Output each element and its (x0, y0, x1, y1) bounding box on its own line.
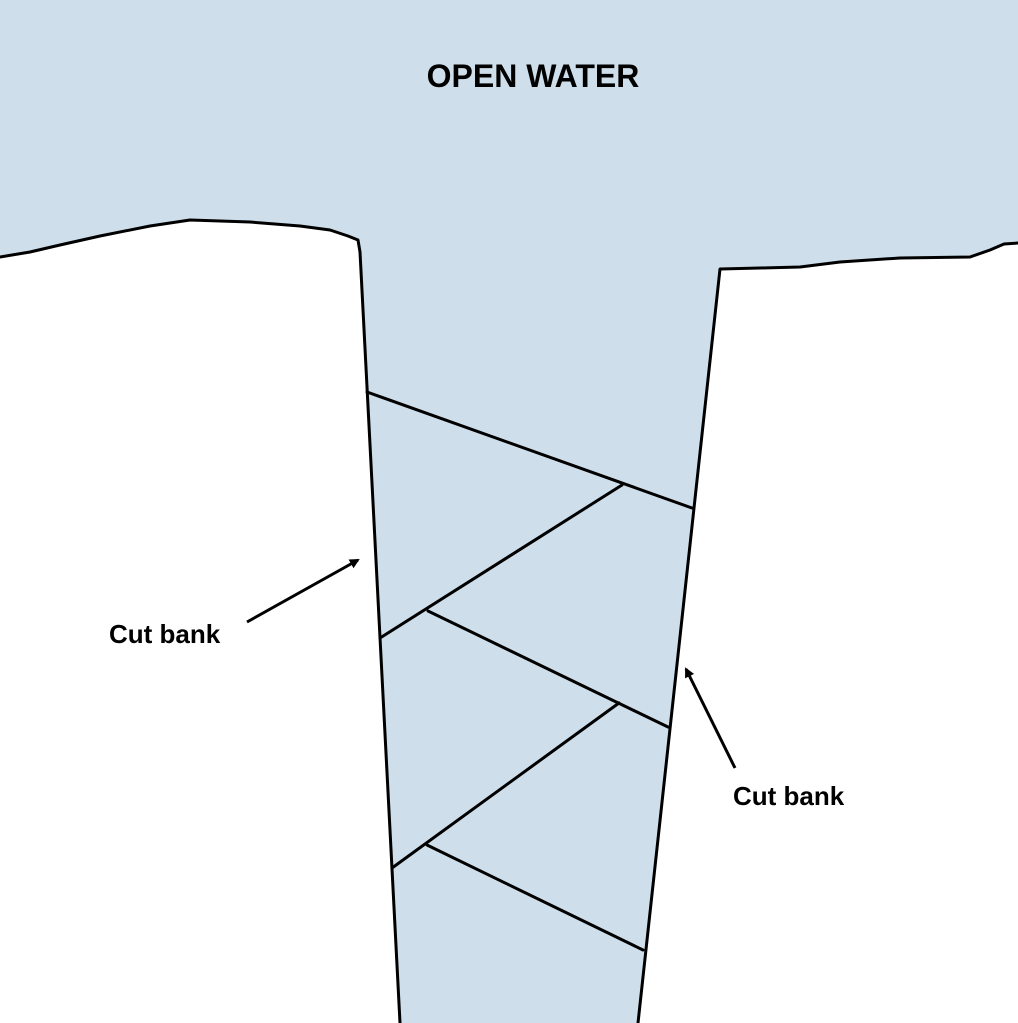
left-cut-bank-arrow (246, 558, 360, 624)
left-cut-bank-label: Cut bank (109, 619, 221, 649)
right-shoreline (636, 241, 1018, 1023)
left-shoreline (0, 218, 402, 1023)
zigzag-flow-lines (365, 390, 694, 952)
flow-line-1 (365, 390, 694, 510)
flow-line-5 (425, 843, 645, 952)
right-cut-bank-label: Cut bank (733, 781, 845, 811)
flow-line-4 (390, 701, 621, 870)
flow-line-2 (378, 483, 624, 640)
right-cut-bank-arrow (684, 667, 737, 769)
flow-line-3 (426, 609, 670, 729)
open-water-title: OPEN WATER (427, 58, 640, 94)
